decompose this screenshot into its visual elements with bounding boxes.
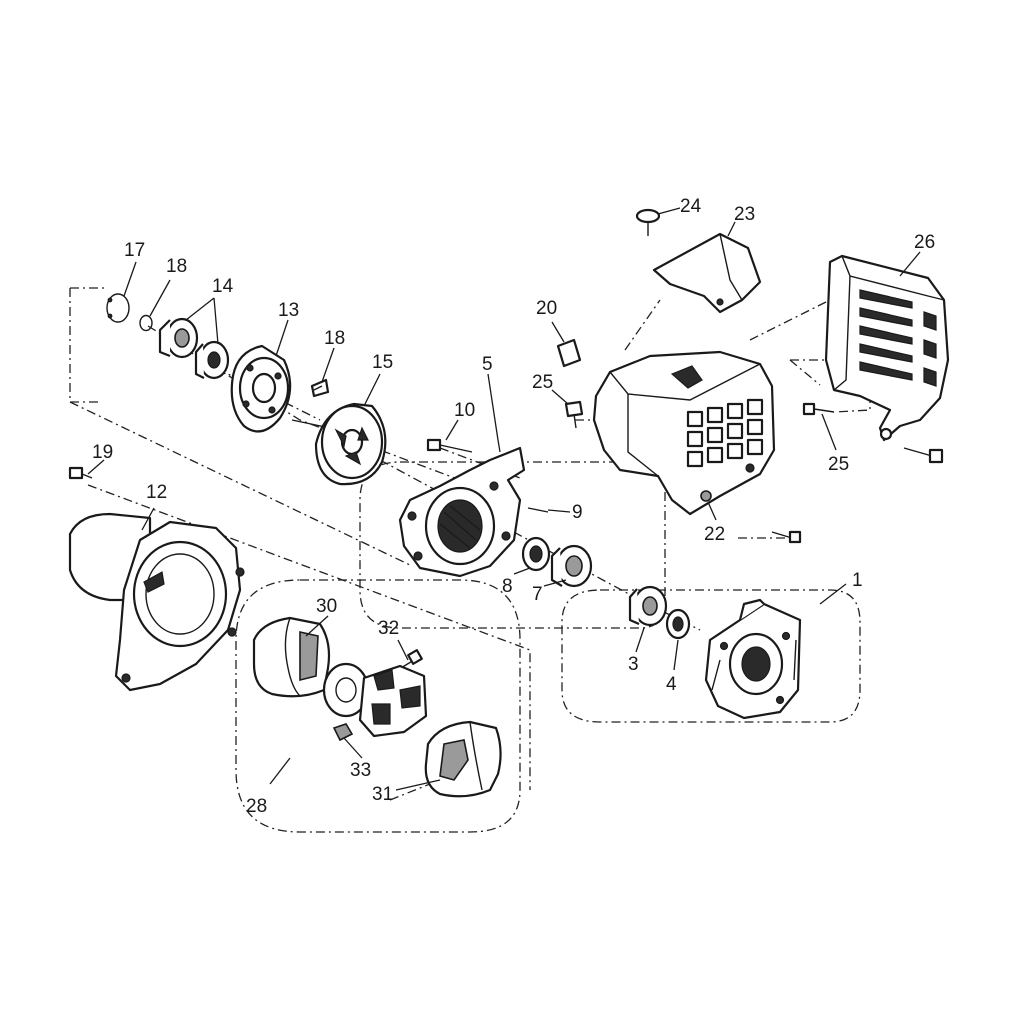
guard-slots [859,289,937,387]
flywheel-rotor [322,662,428,738]
callout-32: 32 [378,618,399,639]
top-cover-23 [652,232,762,314]
o-ring-18 [139,314,153,332]
screw-19 [68,466,93,480]
callout-26: 26 [914,232,935,253]
bearing-3 [628,585,668,627]
callout-7: 7 [532,584,543,605]
crankcase-half-1 [704,598,802,720]
callout-13: 13 [278,300,299,321]
callout-10: 10 [454,400,475,421]
callout-15: 15 [372,352,393,373]
group-outline-1 [561,589,861,723]
callout-17: 17 [124,240,145,261]
callout-1: 1 [852,570,863,591]
knob-24 [635,208,661,236]
cover-vent-grid [686,398,764,468]
callout-30: 30 [316,596,337,617]
screw-18 [310,378,330,398]
seal-8 [521,536,551,572]
magnet-30 [252,616,331,698]
clutch-plate-13 [230,344,292,433]
grommet-22 [700,490,712,502]
pin-9 [527,507,549,513]
label-20 [556,338,582,368]
callout-12: 12 [146,482,167,503]
bearing-14a [158,317,199,359]
callout-14: 14 [212,276,234,297]
callout-18-top: 18 [166,256,187,277]
guard-26 [824,254,950,442]
fan-housing-12 [68,512,245,692]
callout-20: 20 [536,298,557,319]
screw-25-right-a [802,402,835,416]
callout-8: 8 [502,576,513,597]
callout-33: 33 [350,760,371,781]
callout-5: 5 [482,354,493,375]
callout-23: 23 [734,204,755,225]
callout-3: 3 [628,654,639,675]
crankcase-5 [398,446,526,578]
callout-31: 31 [372,784,393,805]
snap-ring-17 [106,293,130,323]
seal-4 [665,608,691,640]
callout-28: 28 [246,796,267,817]
leader-lines [87,207,921,791]
callout-25-right: 25 [828,454,849,475]
screw-22 [771,530,802,544]
clutch-drum-15 [291,402,387,486]
callout-18-mid: 18 [324,328,345,349]
cylinder-cover [592,350,776,516]
callout-22: 22 [704,524,725,545]
screw-25-left [564,400,584,429]
screw-25-right-b [903,447,944,464]
nut-33 [332,723,354,742]
callout-19: 19 [92,442,113,463]
bolt-10 [426,438,473,453]
callout-25-left: 25 [532,372,553,393]
callout-4: 4 [666,674,677,695]
magnet-31 [424,720,502,798]
bearing-14b [194,340,230,380]
callout-9: 9 [572,502,583,523]
bearing-7 [550,544,593,588]
callout-24: 24 [680,196,702,217]
callout-labels: 17 18 14 13 18 15 5 10 20 25 24 23 26 25… [92,196,935,817]
